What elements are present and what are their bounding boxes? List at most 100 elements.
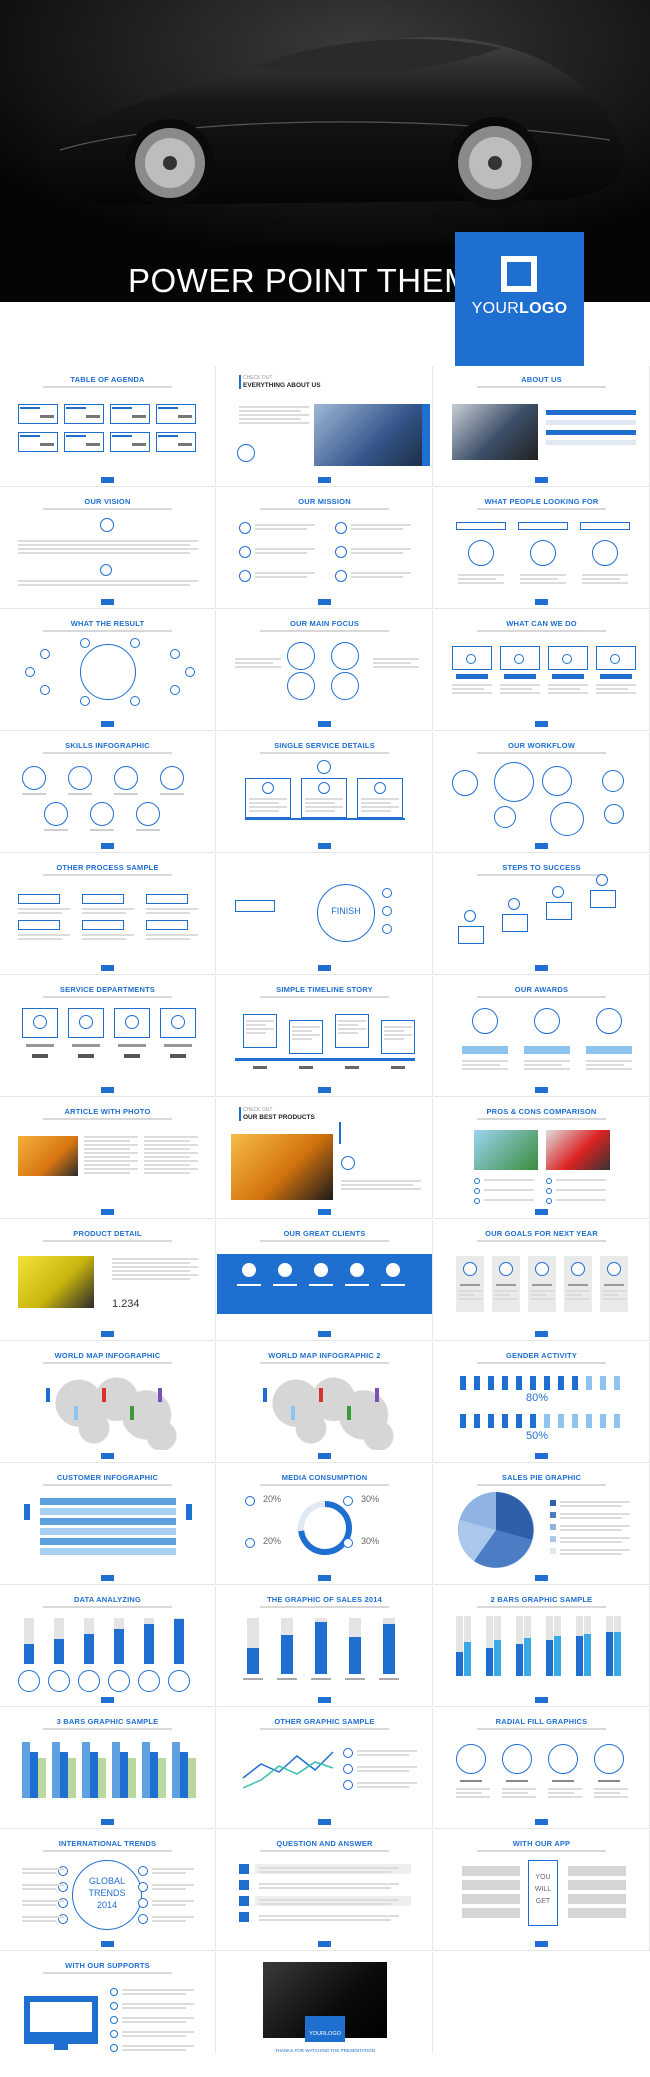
customer-row xyxy=(40,1518,176,1525)
text-line xyxy=(255,548,315,550)
slide-title: RADIAL FILL GRAPHICS xyxy=(495,1717,588,1726)
satellite-icon xyxy=(40,649,51,660)
text-line xyxy=(524,1064,562,1066)
text-line xyxy=(566,1290,590,1292)
text-line xyxy=(556,1199,606,1201)
agenda-time xyxy=(132,415,146,418)
skill-label xyxy=(90,829,114,831)
slide-subtitle-line xyxy=(477,1728,606,1730)
skill-ring xyxy=(22,766,46,790)
process-step xyxy=(18,894,60,904)
text-line xyxy=(582,578,620,580)
text-line xyxy=(560,1501,630,1503)
text-line xyxy=(22,1900,64,1902)
trophy-icon xyxy=(472,1008,498,1034)
service-label xyxy=(600,674,632,679)
slide-thumbnail: WORLD MAP INFOGRAPHIC 2 xyxy=(217,1342,433,1463)
legend-swatch xyxy=(550,1536,556,1542)
bar-fill xyxy=(150,1752,158,1798)
legend-swatch xyxy=(550,1500,556,1506)
slide-thumbnail: STEPS TO SUCCESS xyxy=(434,854,650,975)
agenda-label xyxy=(66,407,86,409)
pie-chart xyxy=(458,1492,534,1568)
satellite-icon xyxy=(40,684,51,695)
person-icon xyxy=(600,1376,606,1390)
bar-fill xyxy=(606,1632,613,1676)
car-photo xyxy=(231,1134,333,1200)
text-line xyxy=(458,1294,474,1296)
bar-fill xyxy=(172,1742,180,1798)
skill-label xyxy=(44,829,68,831)
kicker-bar xyxy=(339,1122,341,1144)
slide-title: THE GRAPHIC OF SALES 2014 xyxy=(266,1595,383,1604)
text-line xyxy=(112,1278,190,1280)
text-line xyxy=(560,1541,622,1543)
text-line xyxy=(22,1884,64,1886)
map-bar xyxy=(375,1388,379,1402)
slide-number-tag xyxy=(101,1087,114,1093)
process-step xyxy=(146,920,188,930)
text-line xyxy=(596,684,636,686)
app-row xyxy=(462,1908,520,1918)
slide-number-tag xyxy=(535,965,548,971)
skill-ring xyxy=(68,766,92,790)
qa-row xyxy=(255,1896,411,1906)
text-line xyxy=(351,524,411,526)
text-line xyxy=(239,418,301,420)
bar-fill xyxy=(614,1632,621,1676)
slide-number-tag xyxy=(318,599,331,605)
workflow-circle xyxy=(542,766,572,796)
text-line xyxy=(122,2049,186,2051)
radial-label xyxy=(506,1780,528,1782)
text-line xyxy=(560,1525,630,1527)
text-line xyxy=(462,1068,508,1070)
slide-kicker: CHECK OUT xyxy=(243,375,273,381)
person-icon xyxy=(586,1376,592,1390)
text-line xyxy=(84,1144,138,1146)
focus-circle xyxy=(331,642,359,670)
dept-label xyxy=(164,1044,192,1047)
agenda-label xyxy=(112,435,132,437)
text-line xyxy=(524,1060,570,1062)
slide-subtitle-line xyxy=(477,752,606,754)
runner-icon xyxy=(552,886,564,898)
satellite-icon xyxy=(169,684,180,695)
text-line xyxy=(18,908,70,910)
satellite-icon xyxy=(129,638,140,649)
slide-title: OUR GOALS FOR NEXT YEAR xyxy=(485,1229,598,1238)
process-step xyxy=(82,894,124,904)
goal-number xyxy=(499,1262,513,1276)
app-row xyxy=(462,1894,520,1904)
text-line xyxy=(84,1172,130,1174)
slide-number-tag xyxy=(101,1209,114,1215)
text-line xyxy=(82,908,134,910)
text-line xyxy=(112,1274,198,1276)
text-line xyxy=(144,1160,198,1162)
text-line xyxy=(484,1179,534,1181)
text-line xyxy=(462,1060,508,1062)
slide-title: STEPS TO SUCCESS xyxy=(502,863,581,872)
year-circle xyxy=(168,1670,190,1692)
client-logo xyxy=(241,1262,257,1278)
text-line xyxy=(560,1549,630,1551)
timeline-card xyxy=(243,1014,277,1048)
agenda-time xyxy=(178,415,192,418)
service-icon xyxy=(562,654,572,664)
search-box xyxy=(456,522,506,530)
trend-icon xyxy=(58,1898,68,1908)
text-line xyxy=(351,528,403,530)
slide-thumbnail: WORLD MAP INFOGRAPHIC xyxy=(0,1342,216,1463)
page-footer xyxy=(0,2054,650,2077)
dept-icon xyxy=(125,1015,139,1029)
slide-title: SINGLE SERVICE DETAILS xyxy=(274,741,375,750)
text-line xyxy=(494,1290,518,1292)
mission-icon xyxy=(239,570,251,582)
goal-label xyxy=(496,1284,516,1286)
text-line xyxy=(84,1156,130,1158)
text-line xyxy=(357,1754,409,1756)
bar-fill xyxy=(54,1639,64,1664)
slide-number-tag xyxy=(101,1819,114,1825)
client-label xyxy=(309,1284,333,1286)
slide-number-tag xyxy=(535,1331,548,1337)
person-icon xyxy=(558,1414,564,1428)
